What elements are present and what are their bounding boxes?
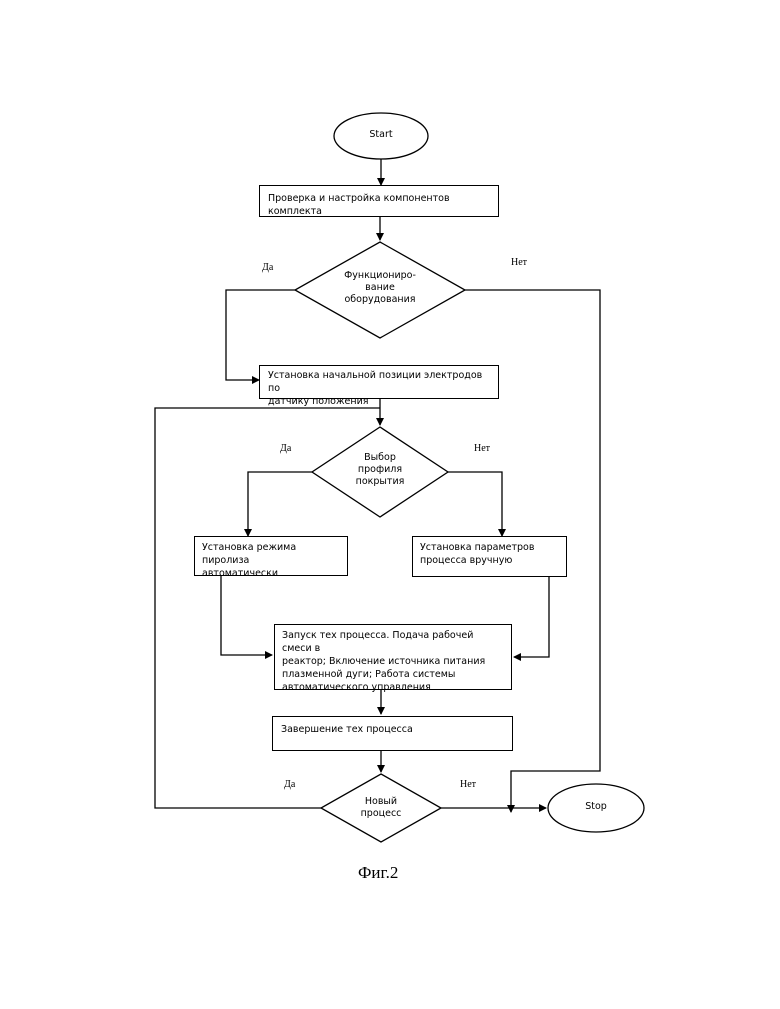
- edge-auto-to-launch: [221, 576, 272, 655]
- decision-equipment-line-1: Функциониро-: [320, 270, 440, 282]
- launch-line-3: плазменной дуги; Работа системы: [282, 668, 504, 681]
- decision-equipment-line-2: вание: [320, 282, 440, 294]
- edge-manual-to-launch: [514, 577, 549, 657]
- launch-line-4: автоматического управления: [282, 681, 504, 694]
- check-components-text: Проверка и настройка компонентов комплек…: [268, 193, 450, 217]
- decision-profile-line-2: профиля: [335, 464, 425, 476]
- auto-mode-box: Установка режима пиролиза автоматически: [194, 536, 348, 576]
- manual-params-box: Установка параметров процесса вручную: [412, 536, 567, 577]
- launch-process-box: Запуск тех процесса. Подача рабочей смес…: [274, 624, 512, 690]
- decision-profile-line-3: покрытия: [335, 476, 425, 488]
- decision-new-process-text: Новый процесс: [341, 796, 421, 820]
- decision-profile-yes-label: Да: [280, 443, 291, 454]
- decision-profile-line-1: Выбор: [335, 452, 425, 464]
- auto-mode-line-2: автоматически: [202, 567, 340, 580]
- auto-mode-line-1: Установка режима пиролиза: [202, 541, 340, 567]
- manual-params-line-1: Установка параметров: [420, 541, 559, 554]
- setup-electrodes-line-1: Установка начальной позиции электродов п…: [268, 369, 490, 395]
- decision-new-process-yes-label: Да: [284, 779, 295, 790]
- decision-profile-text: Выбор профиля покрытия: [335, 452, 425, 488]
- decision-equipment-line-3: оборудования: [320, 294, 440, 306]
- decision-equipment-yes-label: Да: [262, 262, 273, 273]
- launch-line-1: Запуск тех процесса. Подача рабочей смес…: [282, 629, 504, 655]
- launch-line-2: реактор; Включение источника питания: [282, 655, 504, 668]
- edge-decision2-yes: [248, 472, 312, 536]
- setup-electrodes-box: Установка начальной позиции электродов п…: [259, 365, 499, 399]
- edge-decision2-no: [448, 472, 502, 536]
- decision-profile-no-label: Нет: [474, 443, 490, 454]
- check-components-box: Проверка и настройка компонентов комплек…: [259, 185, 499, 217]
- finish-process-box: Завершение тех процесса: [272, 716, 513, 751]
- decision-new-process-no-label: Нет: [460, 779, 476, 790]
- setup-electrodes-line-2: датчику положения: [268, 395, 490, 408]
- figure-caption: Фиг.2: [358, 863, 398, 883]
- manual-params-line-2: процесса вручную: [420, 554, 559, 567]
- decision-equipment-text: Функциониро- вание оборудования: [320, 270, 440, 306]
- decision-new-process-line-1: Новый: [341, 796, 421, 808]
- decision-new-process-line-2: процесс: [341, 808, 421, 820]
- start-label: Start: [341, 129, 421, 141]
- finish-process-text: Завершение тех процесса: [281, 724, 413, 735]
- stop-label: Stop: [556, 801, 636, 813]
- decision-equipment-no-label: Нет: [511, 257, 527, 268]
